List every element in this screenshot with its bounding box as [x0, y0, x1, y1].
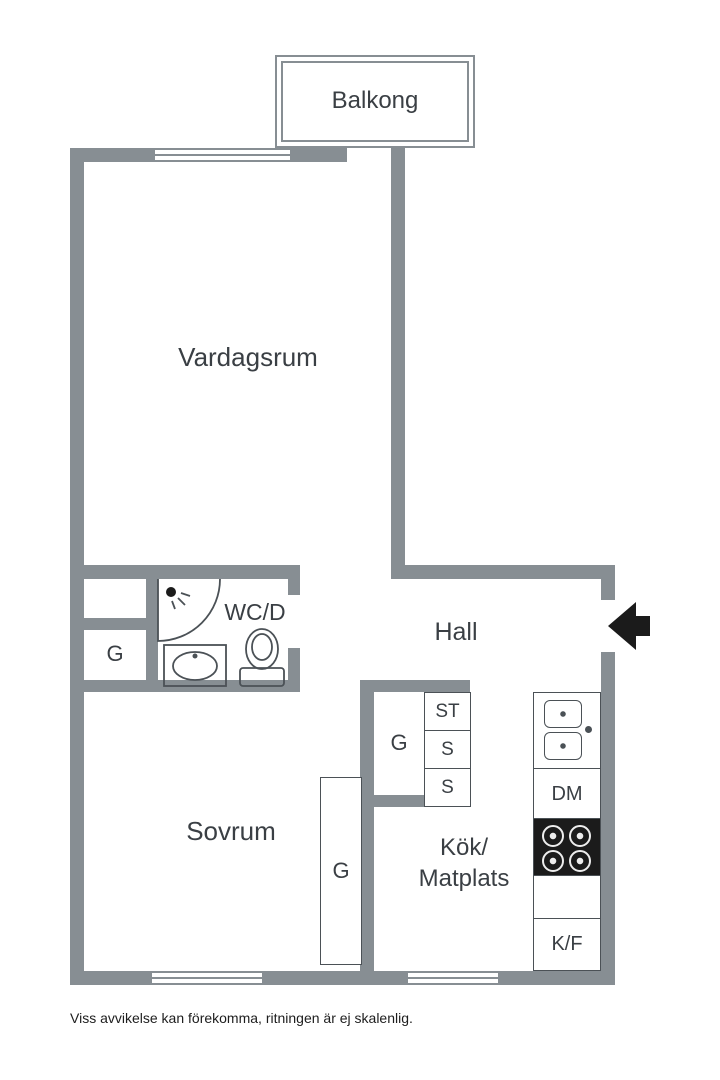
closet-st-cell: ST [424, 692, 471, 732]
wall-bottom-b [262, 971, 408, 985]
wall-closet-kitchen-bottom [374, 795, 424, 807]
closet-bedroom-label: G [332, 858, 350, 883]
closet-s2-cell: S [424, 768, 471, 807]
label-closet-kitchen: G [390, 730, 408, 755]
label-bathroom: WC/D [224, 599, 286, 625]
wall-bottom-c [498, 971, 615, 985]
stove-burner [542, 825, 564, 847]
washbasin-bowl [172, 651, 218, 681]
wall-hall-bottom [360, 680, 470, 692]
stove-burner [542, 850, 564, 872]
closet-s1-cell: S [424, 730, 471, 770]
toilet-icon [239, 667, 285, 687]
sink-basin-bottom [544, 732, 582, 760]
counter-empty-cell [533, 875, 601, 920]
window-living-room [155, 148, 290, 162]
washbasin-icon [163, 644, 227, 687]
wall-right-upper [601, 565, 615, 600]
label-balcony: Balkong [331, 87, 419, 115]
window-bedroom [152, 971, 262, 985]
window-kitchen [408, 971, 498, 985]
shower-icon [157, 578, 221, 642]
closet-bedroom-cell: G [320, 777, 362, 965]
kitchen-sink-icon [533, 692, 601, 770]
balcony-outline: Balkong [275, 55, 475, 148]
label-closet-hall: G [106, 641, 124, 666]
label-bedroom: Sovrum [186, 816, 276, 846]
closet-st-label: ST [435, 701, 460, 722]
stove-burner [569, 850, 591, 872]
dishwasher-cell: DM [533, 768, 601, 820]
label-kitchen: Kök/ Matplats [384, 832, 544, 894]
entry-arrow-icon [608, 602, 650, 650]
stove-burners-icon [533, 818, 601, 877]
wall-right-lower [601, 652, 615, 985]
toilet-bowl-inner [251, 633, 273, 661]
shower-head-icon [166, 587, 176, 597]
wall-bathroom-right-bottom [288, 648, 300, 692]
balcony-railing-line [281, 61, 469, 142]
shower-spray-icon [171, 592, 191, 610]
closet-s2-label: S [441, 776, 454, 798]
fridge-freezer-label: K/F [551, 933, 583, 955]
wall-living-right [391, 148, 405, 579]
wall-bottom-a [70, 971, 152, 985]
sink-basin-top [544, 700, 582, 728]
closet-s1-label: S [441, 739, 454, 760]
wall-bedroom-kitchen [360, 680, 374, 971]
wall-bathroom-left [146, 579, 158, 692]
label-kitchen-line2: Matplats [418, 865, 510, 892]
wall-closet-hall-top [84, 618, 158, 630]
sink-faucet [585, 726, 592, 733]
washbasin-faucet [192, 653, 198, 659]
wall-hall-top [391, 565, 615, 579]
label-living-room: Vardagsrum [178, 342, 318, 372]
footer-note: Viss avvikelse kan förekomma, ritningen … [70, 1010, 413, 1026]
wall-living-bottom [70, 565, 300, 579]
wall-top-a [70, 148, 155, 162]
label-hall: Hall [434, 618, 478, 646]
dishwasher-label: DM [551, 782, 583, 805]
toilet-bowl [245, 628, 279, 670]
fridge-freezer-cell: K/F [533, 918, 601, 971]
stove-burner [569, 825, 591, 847]
wall-top-b [290, 148, 347, 162]
wall-bathroom-right-top [288, 579, 300, 595]
label-kitchen-line1: Kök/ [439, 834, 489, 861]
